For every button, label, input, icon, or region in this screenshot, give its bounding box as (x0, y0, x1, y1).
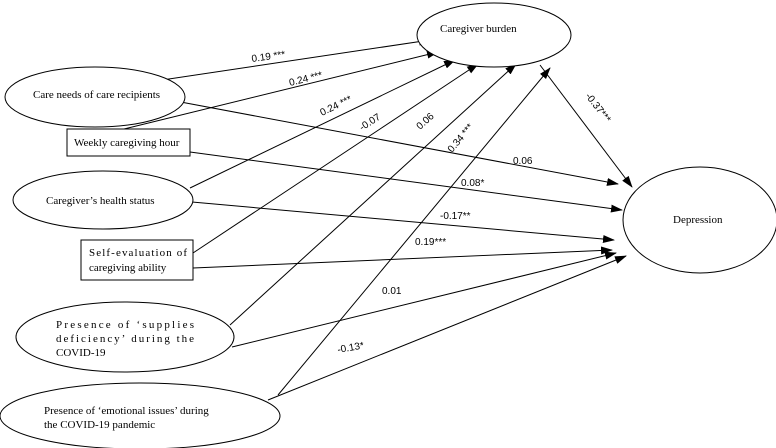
coef-burden-to-depression: -0.37*** (583, 91, 613, 125)
node-care-needs: Care needs of care recipients (4, 66, 186, 128)
node-emotional-line1: Presence of ‘emotional issues’ during (44, 405, 209, 417)
arrow-selfeval-to-burden (192, 63, 479, 254)
node-weekly-hour-label: Weekly caregiving hour (74, 137, 180, 149)
node-supplies-deficiency: Presence of ‘supplies deficiency’ during… (15, 301, 235, 373)
coef-supplies-to-depression: 0.01 (382, 286, 402, 297)
coef-care-needs-to-depression: 0.06 (513, 156, 533, 167)
arrow-burden-to-depression (539, 64, 633, 188)
node-caregiver-burden: Caregiver burden (416, 2, 572, 68)
node-health-status-label: Caregiver’s health status (46, 195, 155, 207)
node-emotional-line2: the COVID-19 pandemic (44, 419, 155, 431)
node-supplies-line3: COVID-19 (56, 347, 106, 359)
arrow-emotional-to-depression (267, 255, 627, 401)
node-care-needs-label: Care needs of care recipients (33, 89, 160, 101)
coef-weekly-to-depression: 0.08* (461, 178, 484, 189)
node-supplies-line1: Presence of ‘supplies (56, 319, 194, 331)
coef-care-needs-to-burden: 0.19 *** (251, 49, 286, 65)
arrow-supplies-to-depression (231, 251, 617, 348)
node-depression: Depression (622, 166, 776, 274)
node-health-status: Caregiver’s health status (12, 170, 194, 230)
node-depression-label: Depression (673, 214, 723, 226)
coef-selfeval-to-burden: -0.07 (358, 112, 383, 134)
node-self-evaluation-line1: Self-evaluation of (89, 247, 187, 259)
arrow-care-needs-to-depression (169, 99, 619, 186)
node-self-evaluation-line2: caregiving ability (89, 262, 167, 274)
node-self-evaluation: Self-evaluation of caregiving ability (80, 239, 194, 281)
coef-weekly-to-burden: 0.24 *** (288, 70, 324, 89)
coef-selfeval-to-depression: 0.19*** (415, 237, 446, 248)
coef-emotional-to-depression: -0.13* (337, 340, 365, 355)
coef-supplies-to-burden: 0.06 (415, 111, 437, 132)
arrow-health-to-depression (191, 201, 615, 243)
coef-health-to-burden: 0.24 *** (318, 94, 353, 119)
coef-emotional-to-burden: 0.34 *** (446, 122, 476, 155)
arrow-supplies-to-burden (229, 63, 517, 326)
arrow-health-to-burden (189, 59, 456, 189)
node-caregiver-burden-label: Caregiver burden (440, 23, 517, 35)
arrow-emotional-to-burden (277, 67, 551, 396)
arrow-weekly-to-depression (189, 151, 623, 213)
node-emotional-issues: Presence of ‘emotional issues’ during th… (0, 382, 281, 448)
node-weekly-hour: Weekly caregiving hour (66, 128, 191, 157)
arrow-weekly-to-burden (119, 50, 439, 131)
coef-health-to-depression: -0.17** (440, 211, 471, 222)
arrow-selfeval-to-depression (192, 246, 613, 269)
